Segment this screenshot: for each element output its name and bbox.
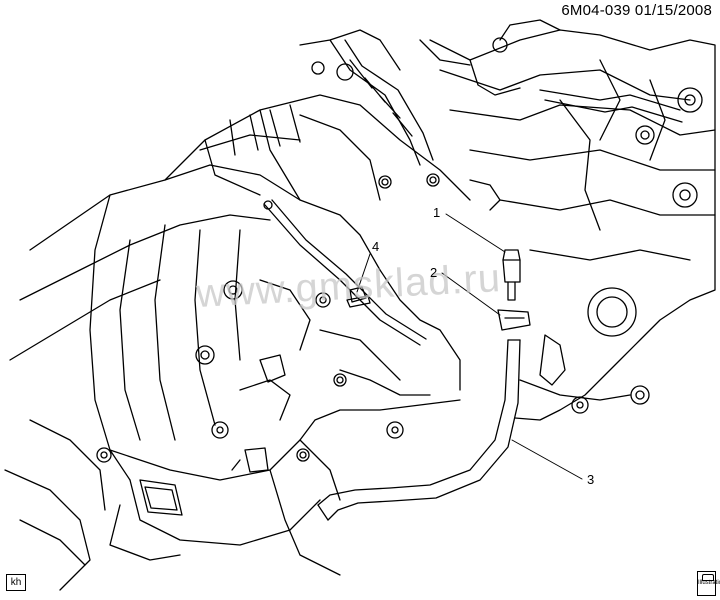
vent-fitting [497, 249, 531, 331]
engine-block [429, 19, 716, 421]
callout-1: 1 [433, 205, 441, 220]
book-icon [702, 574, 714, 581]
upper-hoses [299, 29, 683, 211]
transmission-housing [4, 94, 471, 591]
illustration-badge: Illustration [697, 571, 720, 596]
callout-2: 2 [430, 265, 438, 280]
diagram-header: 6M04-039 01/15/2008 [561, 2, 712, 19]
diagram-id: 6M04-039 [561, 2, 631, 19]
callout-4: 4 [372, 239, 380, 254]
diagram-date: 01/15/2008 [634, 2, 712, 19]
initials-box: kh [6, 574, 26, 591]
callout-3: 3 [587, 472, 595, 487]
badge-text: Illustration [698, 580, 720, 586]
leader-lines [356, 213, 583, 480]
vent-hose [317, 339, 521, 521]
dipstick-tube [263, 199, 427, 346]
